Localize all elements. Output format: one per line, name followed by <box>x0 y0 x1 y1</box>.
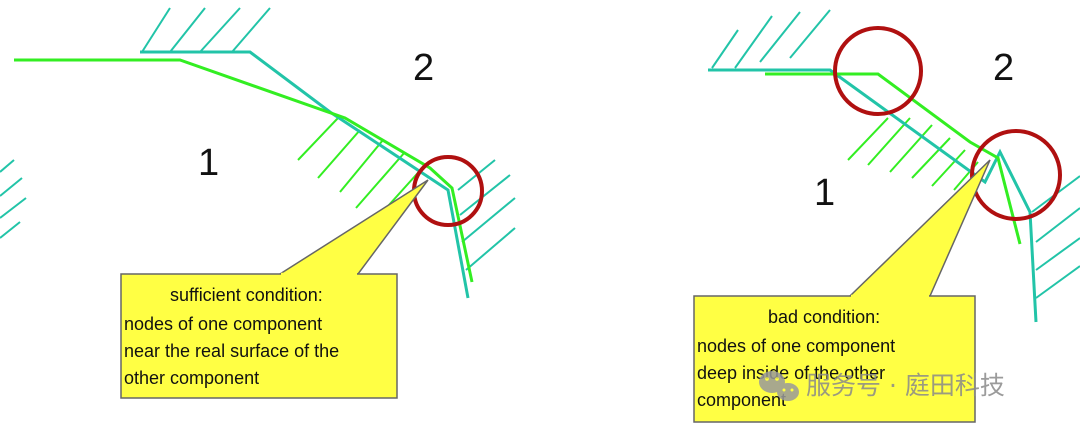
right-panel: 1 2 bad condition: nodes of one componen… <box>693 9 1080 423</box>
right-region-label-1: 1 <box>814 172 835 214</box>
left-edge-hatch <box>0 159 27 239</box>
right-callout-line: component <box>697 390 786 410</box>
left-callout-box <box>120 273 398 399</box>
right-region-label-2: 2 <box>993 47 1014 89</box>
right-callout-line: deep inside of the other <box>697 363 885 383</box>
teal-hatching-right <box>1031 175 1080 299</box>
teal-surface-line <box>708 68 1038 323</box>
right-callout-line: nodes of one component <box>697 336 895 356</box>
left-region-label-1: 1 <box>198 142 219 184</box>
left-callout-line: other component <box>124 368 259 388</box>
right-callout-pointer <box>848 159 991 297</box>
teal-hatching-top <box>711 9 831 69</box>
watermark-text: 服务号 · 庭田科技 <box>806 371 1005 400</box>
green-surface-line <box>765 72 1022 245</box>
green-surface-line <box>14 58 474 283</box>
right-callout-title: bad condition: <box>768 307 880 327</box>
right-callout-box <box>693 295 976 423</box>
right-red-circle-top <box>833 26 923 116</box>
teal-hatching-top <box>141 7 271 53</box>
left-callout-line: nodes of one component <box>124 314 322 334</box>
left-region-label-2: 2 <box>413 47 434 89</box>
left-callout-line: near the real surface of the <box>124 341 339 361</box>
left-callout-pointer <box>277 179 429 275</box>
green-hatching <box>847 117 979 191</box>
left-panel: 1 2 sufficient condition: nodes of one c… <box>0 7 516 399</box>
wechat-icon <box>759 371 799 401</box>
left-callout-title: sufficient condition: <box>170 285 323 305</box>
watermark: 服务号 · 庭田科技 <box>759 371 1005 401</box>
right-red-circle-bottom <box>970 129 1062 221</box>
